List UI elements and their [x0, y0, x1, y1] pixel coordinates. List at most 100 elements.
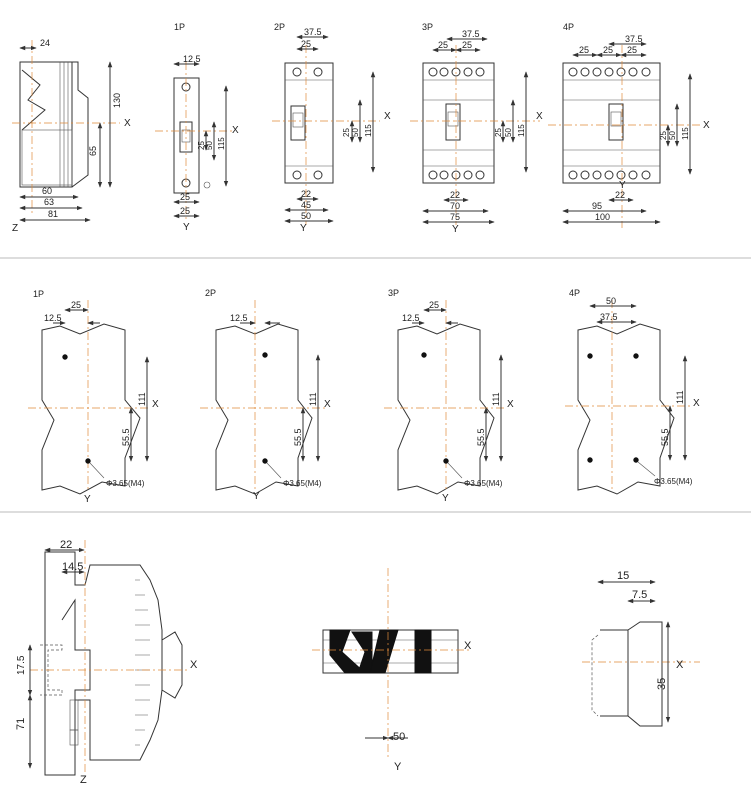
- dim-25: 25: [301, 39, 311, 49]
- title-3p: 3P: [388, 288, 399, 298]
- dim-50: 50: [606, 296, 616, 306]
- dim-55-5: 55.5: [293, 428, 303, 446]
- dim-70: 70: [450, 201, 460, 211]
- title-1p: 1P: [33, 289, 44, 299]
- mounting-3p: 3P 25 12.5 111 55.5 Φ3.65(M4) X Y: [384, 288, 514, 504]
- dim-37-5: 37.5: [462, 29, 480, 39]
- title-3p: 3P: [422, 22, 433, 32]
- axis-x-label: X: [703, 120, 710, 131]
- mounting-2p: 2P 12.5 111 55.5 Φ3.65(M4) X Y: [200, 288, 331, 502]
- title-4p: 4P: [563, 22, 574, 32]
- axis-x-label: X: [464, 640, 472, 652]
- dim-55-5: 55.5: [660, 428, 670, 446]
- dim-50: 50: [504, 128, 513, 137]
- dim-12-5: 12.5: [44, 313, 62, 323]
- axis-y-label: Y: [253, 491, 260, 502]
- dim-111: 111: [308, 392, 318, 406]
- dim-25: 25: [71, 300, 81, 310]
- axis-x-label: X: [124, 118, 131, 129]
- din-side-view: 22 14.5 17.5 71 X Z: [15, 539, 198, 786]
- dim-37-5: 37.5: [600, 312, 618, 322]
- title-2p: 2P: [274, 22, 285, 32]
- axis-x-label: X: [536, 111, 543, 122]
- title-2p: 2P: [205, 288, 216, 298]
- din-rail-profile: 15 7.5 35 X: [582, 570, 700, 727]
- dim-12-5: 12.5: [183, 54, 201, 64]
- axis-y-label: Y: [619, 180, 626, 191]
- dim-25-v: 25: [494, 128, 503, 137]
- front-view-4p: 4P 37.5 25 25 25 25 50: [548, 22, 710, 228]
- hole-label: Φ3.65(M4): [654, 477, 693, 486]
- dim-24: 24: [40, 38, 50, 48]
- axis-y-label: Y: [84, 494, 91, 505]
- dim-115: 115: [517, 124, 526, 137]
- dim-50: 50: [205, 141, 214, 150]
- dim-25-b: 25: [180, 206, 190, 216]
- dim-25-v: 25: [342, 128, 351, 137]
- dim-25-a: 25: [579, 45, 589, 55]
- dim-22: 22: [301, 189, 311, 199]
- axis-x-label: X: [190, 659, 198, 671]
- dim-22: 22: [615, 190, 625, 200]
- dim-111: 111: [137, 392, 147, 406]
- axis-x-label: X: [384, 111, 391, 122]
- dim-55-5: 55.5: [121, 428, 131, 446]
- front-view-2p: 2P 37.5 25 25 50 115 22 45 50 X Y: [272, 22, 391, 234]
- axis-z-label: Z: [12, 223, 18, 234]
- front-view-1p: 1P 12.5 25 50 115 25 25 X Y: [155, 22, 239, 233]
- dim-12-5: 12.5: [402, 313, 420, 323]
- axis-z-label: Z: [80, 774, 87, 786]
- mounting-1p: 1P 25 12.5 111 55.5 Φ3.65(M4) X Y: [28, 289, 159, 505]
- dim-115: 115: [681, 127, 690, 140]
- dim-35: 35: [656, 678, 668, 690]
- axis-y-label: Y: [442, 493, 449, 504]
- dim-81: 81: [48, 209, 58, 219]
- side-view: 24 130 65 60 63 81 X Z: [12, 38, 131, 234]
- dim-12-5: 12.5: [230, 313, 248, 323]
- axis-x-label: X: [152, 399, 159, 410]
- axis-y-label: Y: [394, 761, 402, 773]
- dim-50-b: 50: [301, 211, 311, 221]
- hole-label: Φ3.65(M4): [106, 479, 145, 488]
- dim-111: 111: [675, 390, 685, 404]
- dim-25-a: 25: [180, 192, 190, 202]
- front-view-3p: 3P 37.5 25 25 25 50 115 22 70: [410, 22, 543, 235]
- dim-25-v: 25: [659, 131, 668, 140]
- dim-45: 45: [301, 200, 311, 210]
- axis-x-label: X: [324, 399, 331, 410]
- dim-37-5: 37.5: [625, 34, 643, 44]
- dim-25-a: 25: [438, 40, 448, 50]
- title-4p: 4P: [569, 288, 580, 298]
- mounting-4p: 4P 50 37.5 111 55.5 Φ3.65(M4) X: [565, 288, 700, 495]
- dim-115: 115: [217, 137, 226, 150]
- axis-x-label: X: [232, 125, 239, 136]
- dim-63: 63: [44, 197, 54, 207]
- dim-25-v: 25: [197, 141, 206, 150]
- axis-y-label: Y: [183, 222, 190, 233]
- dim-55-5: 55.5: [476, 428, 486, 446]
- dim-25: 25: [429, 300, 439, 310]
- dim-95: 95: [592, 201, 602, 211]
- dim-7-5: 7.5: [632, 589, 647, 601]
- axis-y-label: Y: [300, 223, 307, 234]
- dim-25-c: 25: [627, 45, 637, 55]
- dim-60: 60: [42, 186, 52, 196]
- axis-x-label: X: [507, 399, 514, 410]
- dim-25-b: 25: [462, 40, 472, 50]
- dim-115: 115: [364, 124, 373, 137]
- dim-50: 50: [351, 128, 360, 137]
- dim-17-5: 17.5: [16, 655, 27, 675]
- dim-71: 71: [15, 718, 27, 730]
- dim-50: 50: [668, 131, 677, 140]
- title-1p: 1P: [174, 22, 185, 32]
- dim-22: 22: [450, 190, 460, 200]
- dim-25-b: 25: [603, 45, 613, 55]
- dim-130: 130: [112, 93, 122, 108]
- dim-65: 65: [88, 146, 98, 156]
- dim-14-5: 14.5: [62, 561, 83, 573]
- dim-111: 111: [491, 392, 501, 406]
- dim-100: 100: [595, 212, 610, 222]
- axis-x-label: X: [676, 659, 684, 671]
- dim-50: 50: [393, 731, 405, 743]
